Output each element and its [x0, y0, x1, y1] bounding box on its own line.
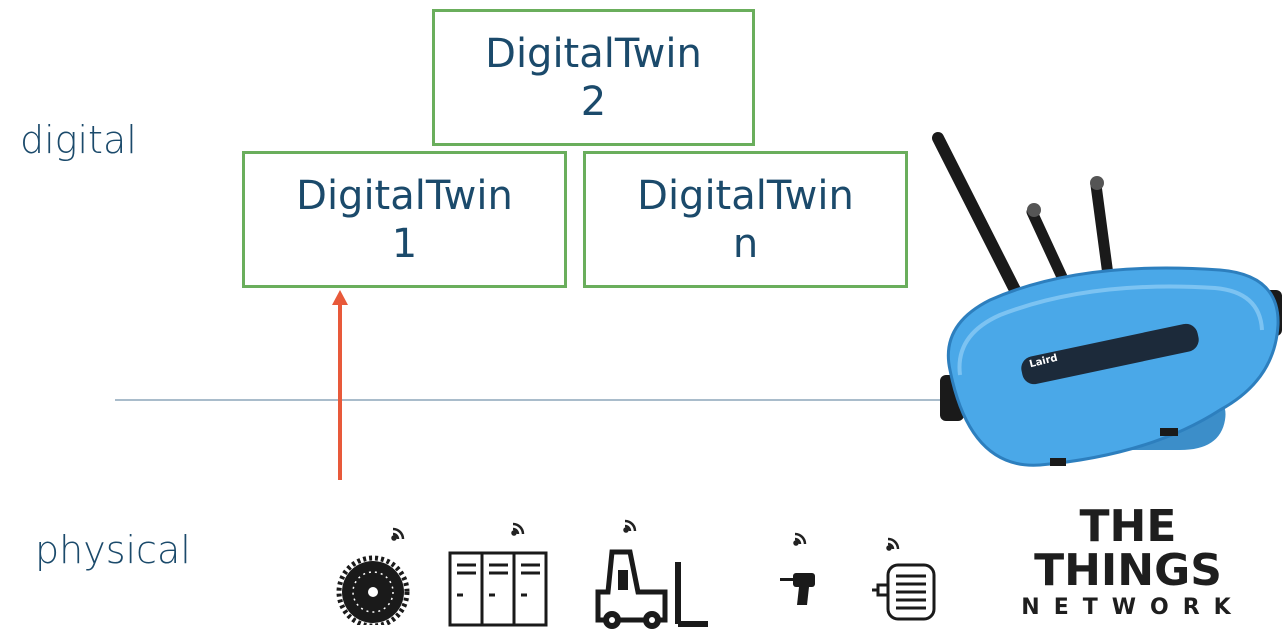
forklift-icon	[595, 519, 708, 629]
digital-twin-n-index: n	[732, 220, 759, 267]
saw-blade-icon	[336, 527, 410, 625]
lora-gateway-icon: Laird	[932, 132, 1282, 467]
digital-twin-2-title: DigitalTwin	[485, 30, 702, 77]
digital-twin-n-title: DigitalTwin	[637, 172, 854, 219]
lockers-icon	[448, 522, 548, 627]
digital-physical-divider	[115, 399, 1080, 401]
digital-twin-n-box: DigitalTwin n	[583, 151, 908, 288]
logo-line-2: NETWORK	[1021, 595, 1245, 620]
digital-twin-2-box: DigitalTwin 2	[432, 9, 755, 146]
drill-icon	[780, 532, 815, 605]
logo-line-1: THE THINGS	[1034, 501, 1222, 596]
the-things-network-logo: THE THINGS NETWORK	[988, 505, 1268, 623]
physical-layer-label: physical	[35, 528, 191, 572]
digital-twin-1-title: DigitalTwin	[296, 172, 513, 219]
motor-icon	[872, 537, 936, 621]
sync-arrow	[332, 290, 348, 480]
digital-layer-label: digital	[20, 118, 137, 162]
digital-twin-2-index: 2	[580, 78, 607, 125]
wifi-signal-icon	[391, 527, 405, 541]
digital-twin-1-index: 1	[391, 220, 418, 267]
digital-twin-1-box: DigitalTwin 1	[242, 151, 567, 288]
